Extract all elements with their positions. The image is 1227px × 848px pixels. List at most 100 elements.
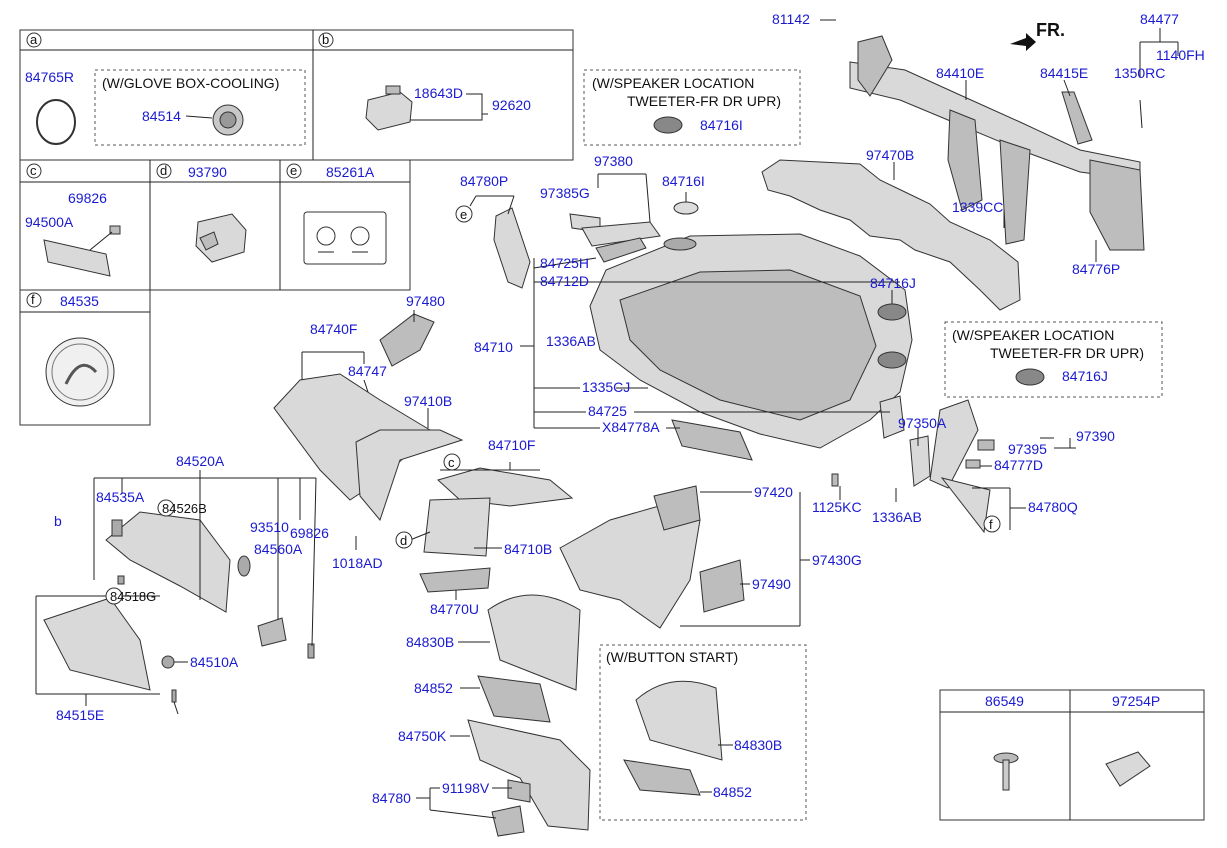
- hardware-panel: 86549 97254P: [939, 689, 1205, 821]
- leader-lines: [35, 19, 1179, 819]
- callout-labels: 81142 84477 1140FH 84410E 84415E 1350RC …: [54, 11, 1205, 806]
- speaker1-line1: (W/SPEAKER LOCATION: [592, 75, 754, 91]
- column-covers: [467, 594, 591, 837]
- part-84514: 84514: [142, 108, 181, 124]
- callout-1336AB: 1336AB: [546, 333, 596, 349]
- callout-84747: 84747: [348, 363, 387, 379]
- callout-84510A: 84515E: [56, 707, 104, 723]
- part-84535: 84535: [60, 293, 99, 309]
- callout-69826: 69826: [290, 525, 329, 541]
- callout-84710F: 84710F: [488, 437, 535, 453]
- callout-84410E: 84410E: [936, 65, 984, 81]
- callout-97395: 97395: [1008, 441, 1047, 457]
- button-part-84852: 84852: [713, 784, 752, 800]
- speaker2-line2: TWEETER-FR DR UPR): [990, 345, 1144, 361]
- speaker2-part: 84716J: [1062, 368, 1108, 384]
- callout-81142: 81142: [772, 11, 810, 27]
- speaker2-line1: (W/SPEAKER LOCATION: [952, 327, 1114, 343]
- callout-84780P: 84780P: [460, 173, 508, 189]
- part-97254P: 97254P: [1112, 693, 1160, 709]
- panel-e: e 85261A: [286, 163, 387, 265]
- callout-84710: 84710: [474, 339, 513, 355]
- callout-97470B: 97470B: [866, 147, 914, 163]
- callout-84777D: 84777D: [994, 457, 1043, 473]
- callout-1336AB-2: 1336AB: [872, 509, 922, 525]
- note-glove-box-cooling: (W/GLOVE BOX-COOLING): [102, 75, 279, 91]
- part-86549: 86549: [985, 693, 1024, 709]
- callout-84477: 84477: [1140, 11, 1179, 27]
- part-93790: 93790: [188, 164, 227, 180]
- button-start-note: (W/BUTTON START) 84830B 84852: [599, 644, 807, 821]
- button-start-title: (W/BUTTON START): [606, 649, 738, 665]
- callout-84740F: 84740F: [310, 321, 357, 337]
- ref-e: e: [460, 207, 467, 222]
- ref-a: 84518G: [110, 589, 156, 604]
- callout-1339CC: 1339CC: [952, 199, 1003, 215]
- callout-97480: 97480: [406, 293, 445, 309]
- callout-1335CJ: 1335CJ: [582, 379, 630, 395]
- panel-b-letter: b: [322, 32, 329, 47]
- callout-84716J: 84716J: [870, 275, 916, 291]
- part-92620: 92620: [492, 97, 531, 113]
- panel-a: a 84765R (W/GLOVE BOX-COOLING) 84514: [25, 32, 306, 146]
- callout-84770U: 84770U: [430, 601, 479, 617]
- panel-f: f 84535: [26, 292, 115, 407]
- callout-91198V: 91198V: [442, 780, 490, 796]
- callout-1125KC: 1125KC: [812, 499, 862, 515]
- speaker1-part: 84716I: [700, 117, 743, 133]
- callout-84520A: 84520A: [176, 453, 225, 469]
- callout-84710B: 84710B: [504, 541, 552, 557]
- callout-93510: b: [54, 513, 62, 529]
- part-84765R: 84765R: [25, 69, 74, 85]
- panel-a-letter: a: [30, 32, 38, 47]
- callout-84712D: 84712D: [540, 273, 589, 289]
- callout-84526B: 93510: [250, 519, 289, 535]
- ref-b: 84526B: [162, 501, 207, 516]
- callout-1140FH: 1140FH: [1156, 47, 1205, 63]
- ref-circles: e f c d 84526B 84518G: [105, 205, 1001, 605]
- callout-84780Q: 84780Q: [1028, 499, 1078, 515]
- glove-box: [43, 511, 315, 703]
- callout-1018AD: 1018AD: [332, 555, 383, 571]
- front-label: FR.: [1036, 20, 1065, 40]
- callout-84776P: 84776P: [1072, 261, 1120, 277]
- callout-97410B: 97410B: [404, 393, 452, 409]
- callout-97490: 97490: [752, 576, 791, 592]
- speaker1-line2: TWEETER-FR DR UPR): [627, 93, 781, 109]
- part-85261A: 85261A: [326, 164, 375, 180]
- ref-f: f: [989, 517, 993, 532]
- callout-84725H: 84725H: [540, 255, 589, 271]
- part-69826-c: 69826: [68, 190, 107, 206]
- part-18643D: 18643D: [414, 85, 463, 101]
- upper-small-parts: [493, 201, 995, 534]
- callout-84415E: 84415E: [1040, 65, 1088, 81]
- callout-84535A: 84535A: [96, 489, 145, 505]
- callout-84716I: 84716I: [662, 173, 705, 189]
- callout-84780: 84780: [372, 790, 411, 806]
- callout-84852: 84852: [414, 680, 453, 696]
- callout-97385G: 97385G: [540, 185, 590, 201]
- panel-f-letter: f: [31, 292, 35, 307]
- panel-e-letter: e: [290, 163, 297, 178]
- part-94500A: 94500A: [25, 214, 74, 230]
- callout-84750K: 84750K: [398, 728, 447, 744]
- speaker-note-1: (W/SPEAKER LOCATION TWEETER-FR DR UPR) 8…: [583, 69, 801, 146]
- callout-X84778A: X84778A: [602, 419, 660, 435]
- callout-84725: 84725: [588, 403, 627, 419]
- ref-d: d: [400, 533, 407, 548]
- panel-d-letter: d: [160, 163, 167, 178]
- cross-member: [849, 35, 1145, 251]
- callout-97380: 97380: [594, 153, 633, 169]
- panel-c-letter: c: [30, 163, 37, 178]
- front-indicator: FR.: [1010, 20, 1065, 51]
- callout-84830B: 84830B: [406, 634, 454, 650]
- main-panel-84710: [589, 233, 913, 449]
- callout-97390: 97390: [1076, 428, 1115, 444]
- panel-b: b 18643D 92620: [318, 32, 531, 131]
- callout-97420: 97420: [754, 484, 793, 500]
- left-assemblies: [273, 313, 745, 629]
- speaker-note-2: (W/SPEAKER LOCATION TWEETER-FR DR UPR) 8…: [944, 321, 1163, 398]
- panel-c: c 69826 94500A: [25, 163, 121, 277]
- ref-c: c: [448, 455, 455, 470]
